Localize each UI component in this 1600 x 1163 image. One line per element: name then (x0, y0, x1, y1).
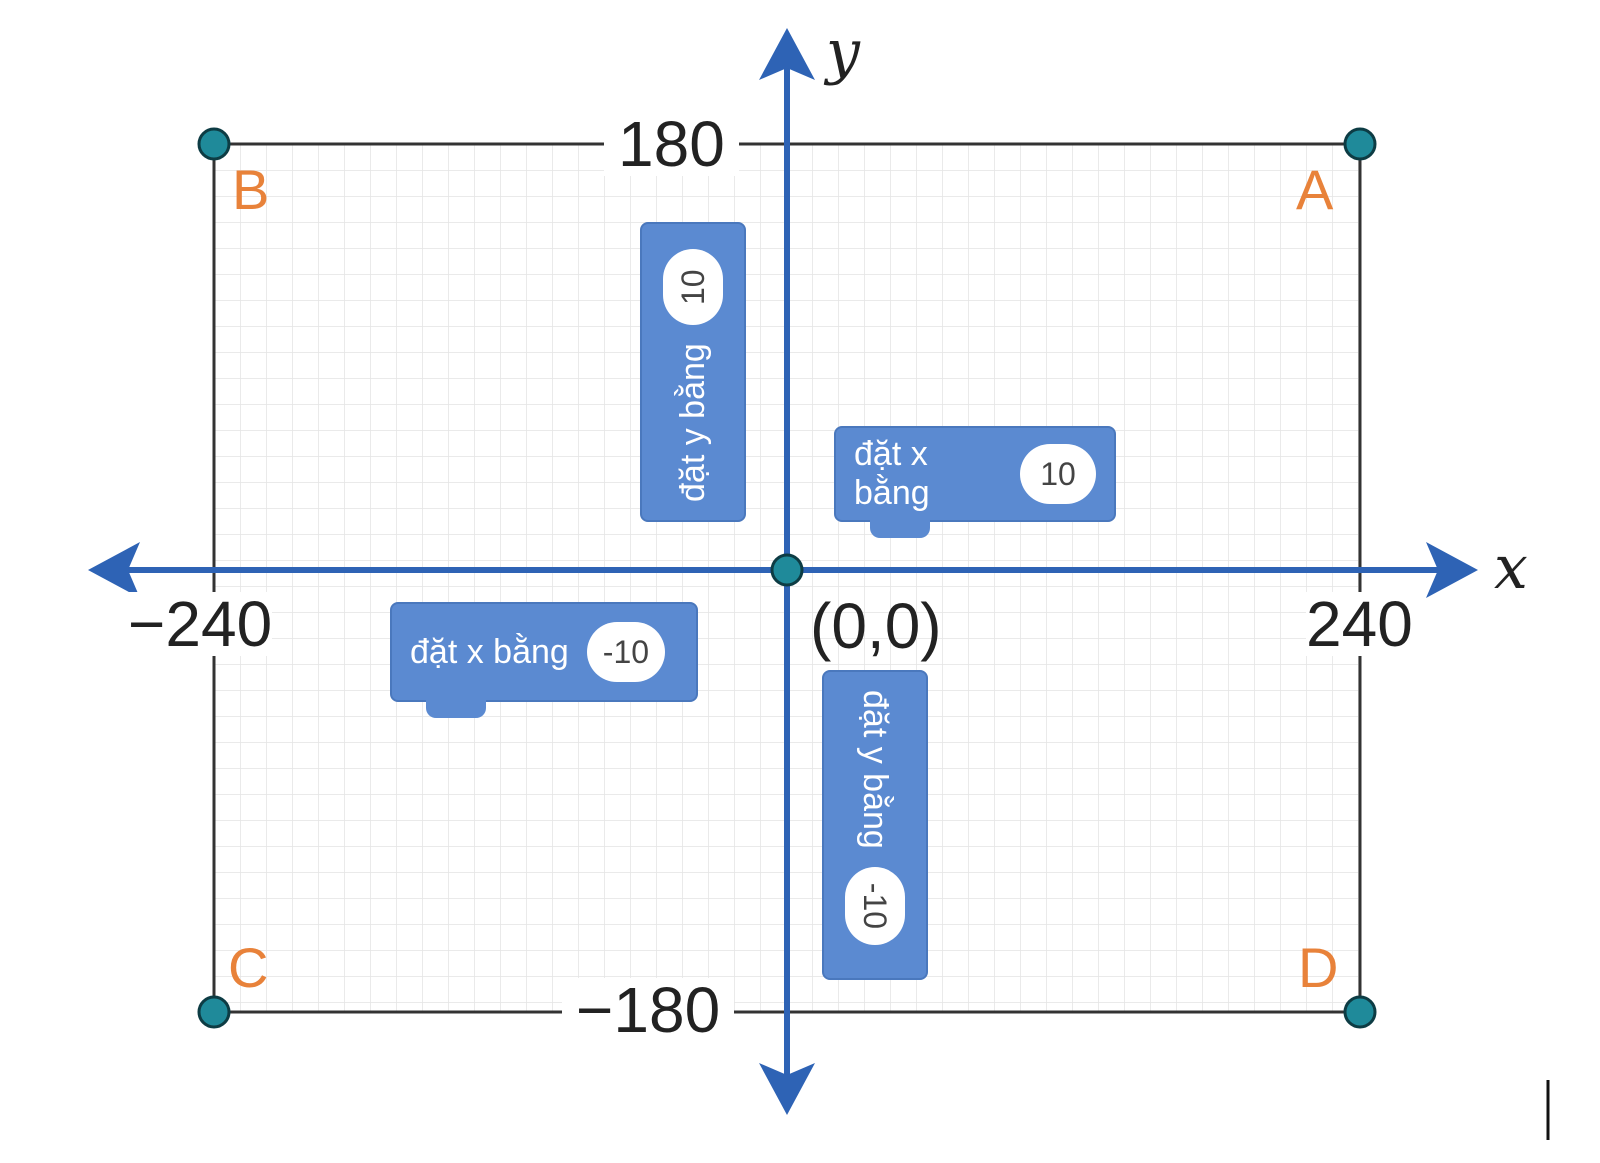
point-c (197, 995, 231, 1029)
point-a (1343, 127, 1377, 161)
origin-label: (0,0) (810, 590, 942, 662)
corner-label-a: A (1296, 158, 1334, 221)
block-notch (870, 520, 930, 538)
block-set-x-neg-10-text: đặt x bằng (410, 632, 569, 671)
block-set-x-10-value[interactable]: 10 (1020, 444, 1096, 504)
block-set-x-neg-10[interactable]: đặt x bằng -10 (390, 602, 698, 718)
block-set-x-10-text: đặt x bằng (854, 435, 930, 512)
point-origin (770, 553, 804, 587)
block-set-y-10-text: đặt y bằng (673, 343, 712, 502)
corner-label-d: D (1298, 936, 1339, 999)
block-set-x-neg-10-value[interactable]: -10 (586, 622, 666, 682)
y-axis-arrow-up (759, 28, 815, 80)
y-axis-arrow-down (759, 1063, 815, 1115)
block-set-y-neg-10-text: đặt y bằng (856, 690, 895, 849)
block-set-y-neg-10-wrapper: đặt y bằng -10 (822, 670, 928, 980)
block-set-y-neg-10-value[interactable]: -10 (845, 866, 905, 946)
block-set-y-neg-10[interactable]: đặt y bằng -10 (822, 670, 928, 980)
point-b (197, 127, 231, 161)
block-set-y-10-wrapper: đặt y bằng 10 (640, 222, 746, 522)
x-max-label: 240 (1306, 588, 1413, 660)
point-d (1343, 995, 1377, 1029)
y-min-label: −180 (562, 978, 735, 1042)
block-set-y-10[interactable]: đặt y bằng 10 (640, 222, 746, 522)
corner-label-b: B (232, 158, 270, 221)
block-set-y-10-value[interactable]: 10 (663, 249, 723, 326)
y-max-label: 180 (604, 112, 739, 176)
x-axis-name: x (1494, 533, 1528, 603)
corner-label-c: C (228, 936, 269, 999)
block-set-x-10[interactable]: đặt x bằng 10 (834, 426, 1116, 538)
x-axis-arrow-right (1426, 542, 1478, 598)
y-axis-name: y (826, 17, 860, 87)
x-min-label: −240 (128, 588, 273, 660)
x-axis-arrow-left (88, 542, 140, 598)
block-notch (426, 700, 486, 718)
